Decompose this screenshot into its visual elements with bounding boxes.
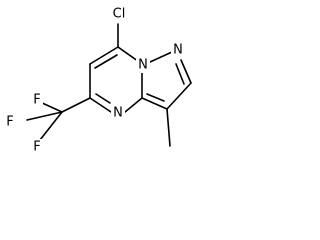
bond-n1-c2-double bbox=[175, 63, 185, 85]
atom-label-fluorine-1: F bbox=[33, 93, 40, 108]
atom-label-fluorine-2: F bbox=[6, 115, 13, 130]
atom-label-fluorine-3: F bbox=[33, 140, 40, 155]
bond-c2-c3 bbox=[166, 82, 192, 110]
bond-cf3-f3 bbox=[39, 111, 63, 141]
bond-cf3-f2 bbox=[26, 111, 63, 121]
bond-c7-c6-double bbox=[94, 54, 118, 69]
atom-labels: Cl N N N F F F bbox=[4, 4, 185, 156]
atom-label-pyrazole-nitrogen: N bbox=[173, 43, 183, 58]
bond-c5-cf3 bbox=[61, 97, 91, 113]
bond-c5-n4 bbox=[89, 97, 112, 113]
chemical-structure-diagram: Cl N N N F F F bbox=[4, 4, 192, 156]
bond-n4-c3a bbox=[124, 97, 143, 113]
bond-c7-c6 bbox=[89, 46, 119, 65]
bond-n-bridge-n1 bbox=[149, 51, 173, 63]
atom-label-bridgehead-nitrogen: N bbox=[138, 58, 148, 73]
bond-cf3-f1 bbox=[39, 101, 63, 113]
bond-c3-c3a-double bbox=[146, 93, 165, 102]
atom-label-pyrimidine-nitrogen: N bbox=[113, 106, 123, 121]
atom-label-chlorine: Cl bbox=[113, 7, 126, 22]
bonds bbox=[26, 23, 192, 147]
bond-c3-methyl bbox=[166, 108, 171, 147]
bond-c3-c3a bbox=[141, 97, 168, 110]
bond-n1-c2 bbox=[180, 59, 192, 84]
bond-c5-n4-double bbox=[95, 93, 111, 104]
